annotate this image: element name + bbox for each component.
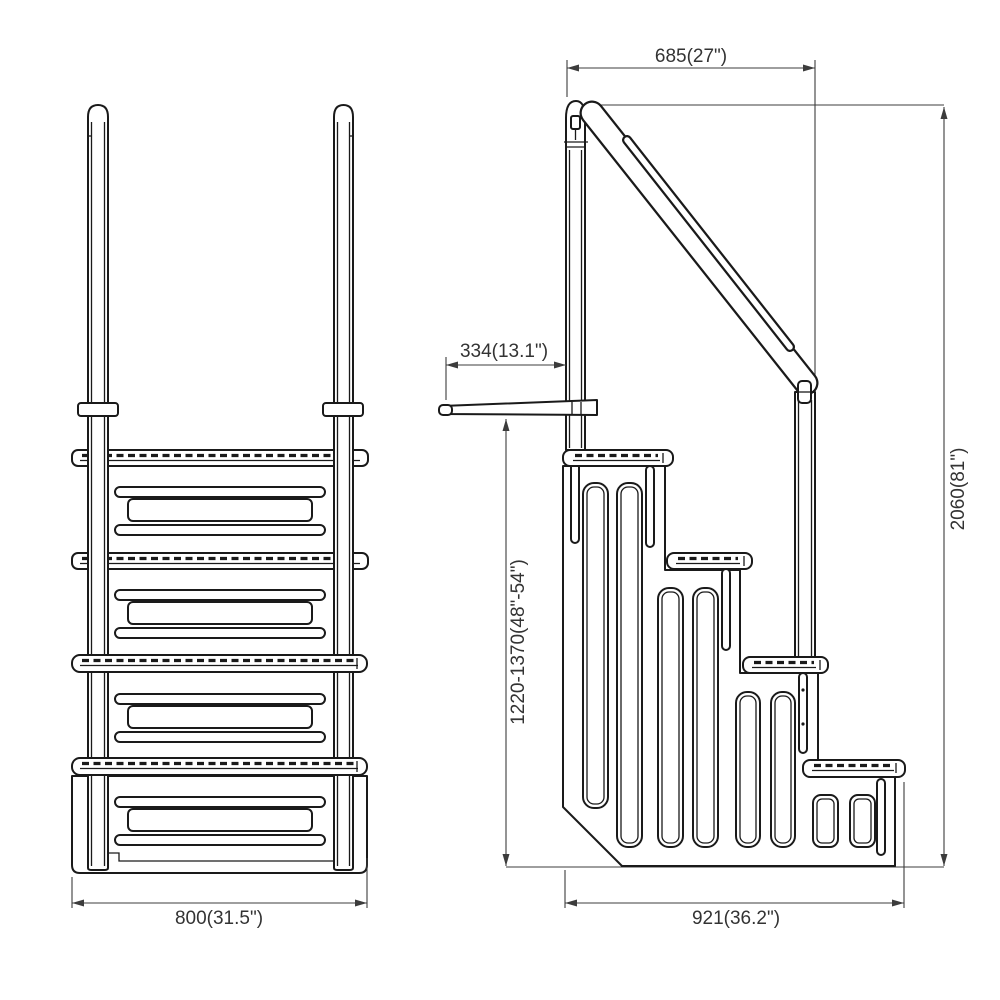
dim-deck-mount-depth-label: 334(13.1") bbox=[460, 341, 548, 362]
dim-handrail-top-span: 685(27") bbox=[566, 46, 815, 97]
dim-side-depth-label: 921(36.2") bbox=[692, 908, 780, 929]
dim-water-depth-range: 1220-1370(48"-54") bbox=[502, 419, 529, 866]
side-rear-post bbox=[794, 391, 816, 661]
side-tread-1 bbox=[562, 449, 674, 467]
front-right-post bbox=[333, 104, 354, 871]
side-view: 685(27") 334(13.1") 1220-1370(48"-54") 2… bbox=[438, 46, 969, 929]
front-left-post bbox=[87, 104, 109, 871]
dim-side-depth: 921(36.2") bbox=[564, 782, 905, 929]
dim-handrail-top-span-label: 685(27") bbox=[655, 46, 727, 67]
front-deck-clamp-right bbox=[322, 402, 364, 417]
side-body-slots bbox=[582, 482, 876, 848]
dim-front-width-label: 800(31.5") bbox=[175, 908, 263, 929]
front-step-rail-1 bbox=[71, 449, 369, 467]
dim-water-depth-range-label: 1220-1370(48"-54") bbox=[508, 559, 529, 725]
side-tread-4 bbox=[802, 759, 906, 778]
front-step-rail-4 bbox=[71, 757, 368, 776]
front-deck-clamp-left bbox=[77, 402, 119, 417]
side-tread-2 bbox=[666, 552, 753, 570]
front-step-rail-2 bbox=[71, 552, 369, 570]
side-step-body bbox=[562, 465, 896, 867]
dim-overall-height: 2060(81") bbox=[940, 107, 969, 866]
dim-front-width: 800(31.5") bbox=[71, 858, 368, 929]
dim-deck-mount-depth: 334(13.1") bbox=[445, 341, 566, 400]
side-handrail bbox=[579, 100, 819, 404]
front-step-rail-3 bbox=[71, 654, 368, 673]
side-front-post bbox=[565, 100, 586, 451]
front-view: 800(31.5") bbox=[71, 104, 369, 929]
side-tread-3 bbox=[742, 656, 829, 674]
dim-overall-height-label: 2060(81") bbox=[948, 448, 969, 531]
side-deck-flange bbox=[438, 399, 598, 416]
front-panel-slots bbox=[114, 486, 326, 846]
side-post-bolt bbox=[564, 115, 588, 148]
